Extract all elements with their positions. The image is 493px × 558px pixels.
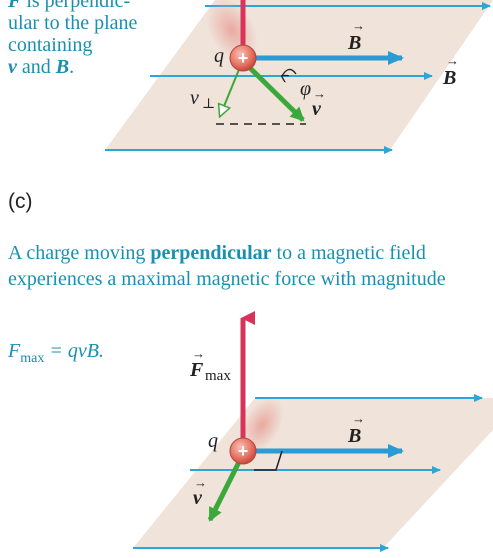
charge-glow-bottom	[240, 397, 284, 453]
b-overarrow-bottom: →	[352, 411, 365, 426]
fmax-sub-label: max	[205, 368, 231, 384]
q-label-bottom: q	[208, 430, 218, 452]
b-field-label: B	[442, 67, 456, 89]
b-symbol: B	[55, 56, 70, 78]
v-perp-label: v	[190, 87, 199, 109]
formula-rhs: = qvB.	[44, 340, 104, 362]
fmax-label: F	[189, 359, 204, 381]
v-overarrow-top: →	[313, 86, 326, 101]
b-label-top: B	[347, 32, 361, 54]
caption-c-bold: perpendicular	[150, 242, 272, 264]
v-overarrow-bottom: →	[194, 475, 207, 490]
and-word: and	[21, 56, 51, 78]
formula-f: F	[8, 340, 21, 362]
v-symbol: v	[8, 56, 17, 78]
b-label-bottom: B	[347, 425, 361, 447]
fmax-overarrow: →	[192, 346, 205, 361]
q-label-top: q	[214, 45, 224, 67]
charge-plus-bottom: +	[238, 441, 249, 461]
panel-c-diagram: + q F → max B → v →	[133, 311, 493, 552]
b-overarrow-top: →	[352, 18, 365, 33]
caption-c-pre: A charge moving	[8, 242, 151, 264]
v-vector-top	[248, 66, 305, 122]
panel-c-caption: A charge moving perpendicular to a magne…	[8, 240, 488, 292]
panel-c-label: (c)	[8, 190, 33, 213]
caption-line-3: containing	[8, 34, 93, 56]
v-vector-bottom	[207, 458, 243, 522]
caption-line-1: is perpendic-	[26, 0, 131, 12]
force-symbol: F	[8, 0, 22, 12]
charge-top	[229, 44, 257, 72]
panel-b-caption: F is perpendic- ular to the plane contai…	[8, 0, 178, 78]
phi-arc	[282, 68, 297, 76]
perp-symbol: ⊥	[202, 97, 215, 112]
v-label-top: v	[312, 98, 322, 120]
fmax-formula: Fmax = qvB.	[8, 340, 104, 367]
v-perp-vector	[220, 66, 241, 116]
b-field-overarrow: →	[446, 53, 459, 68]
caption-line-2: ular to the plane	[8, 12, 138, 34]
v-label-bottom: v	[193, 487, 203, 509]
phi-label: φ	[300, 78, 311, 100]
period: .	[69, 56, 75, 78]
caption-c-post: to a magnetic field experiences a maxima…	[8, 242, 446, 290]
right-angle-marker	[254, 450, 283, 471]
charge-plus-top: +	[238, 48, 249, 68]
panel-b-diagram: + q B → B → v ⊥ v → φ	[105, 0, 493, 154]
formula-sub: max	[20, 351, 45, 366]
caption-line-4: v and B.	[8, 56, 178, 78]
plane-bottom	[133, 398, 493, 548]
charge-bottom	[229, 437, 257, 465]
